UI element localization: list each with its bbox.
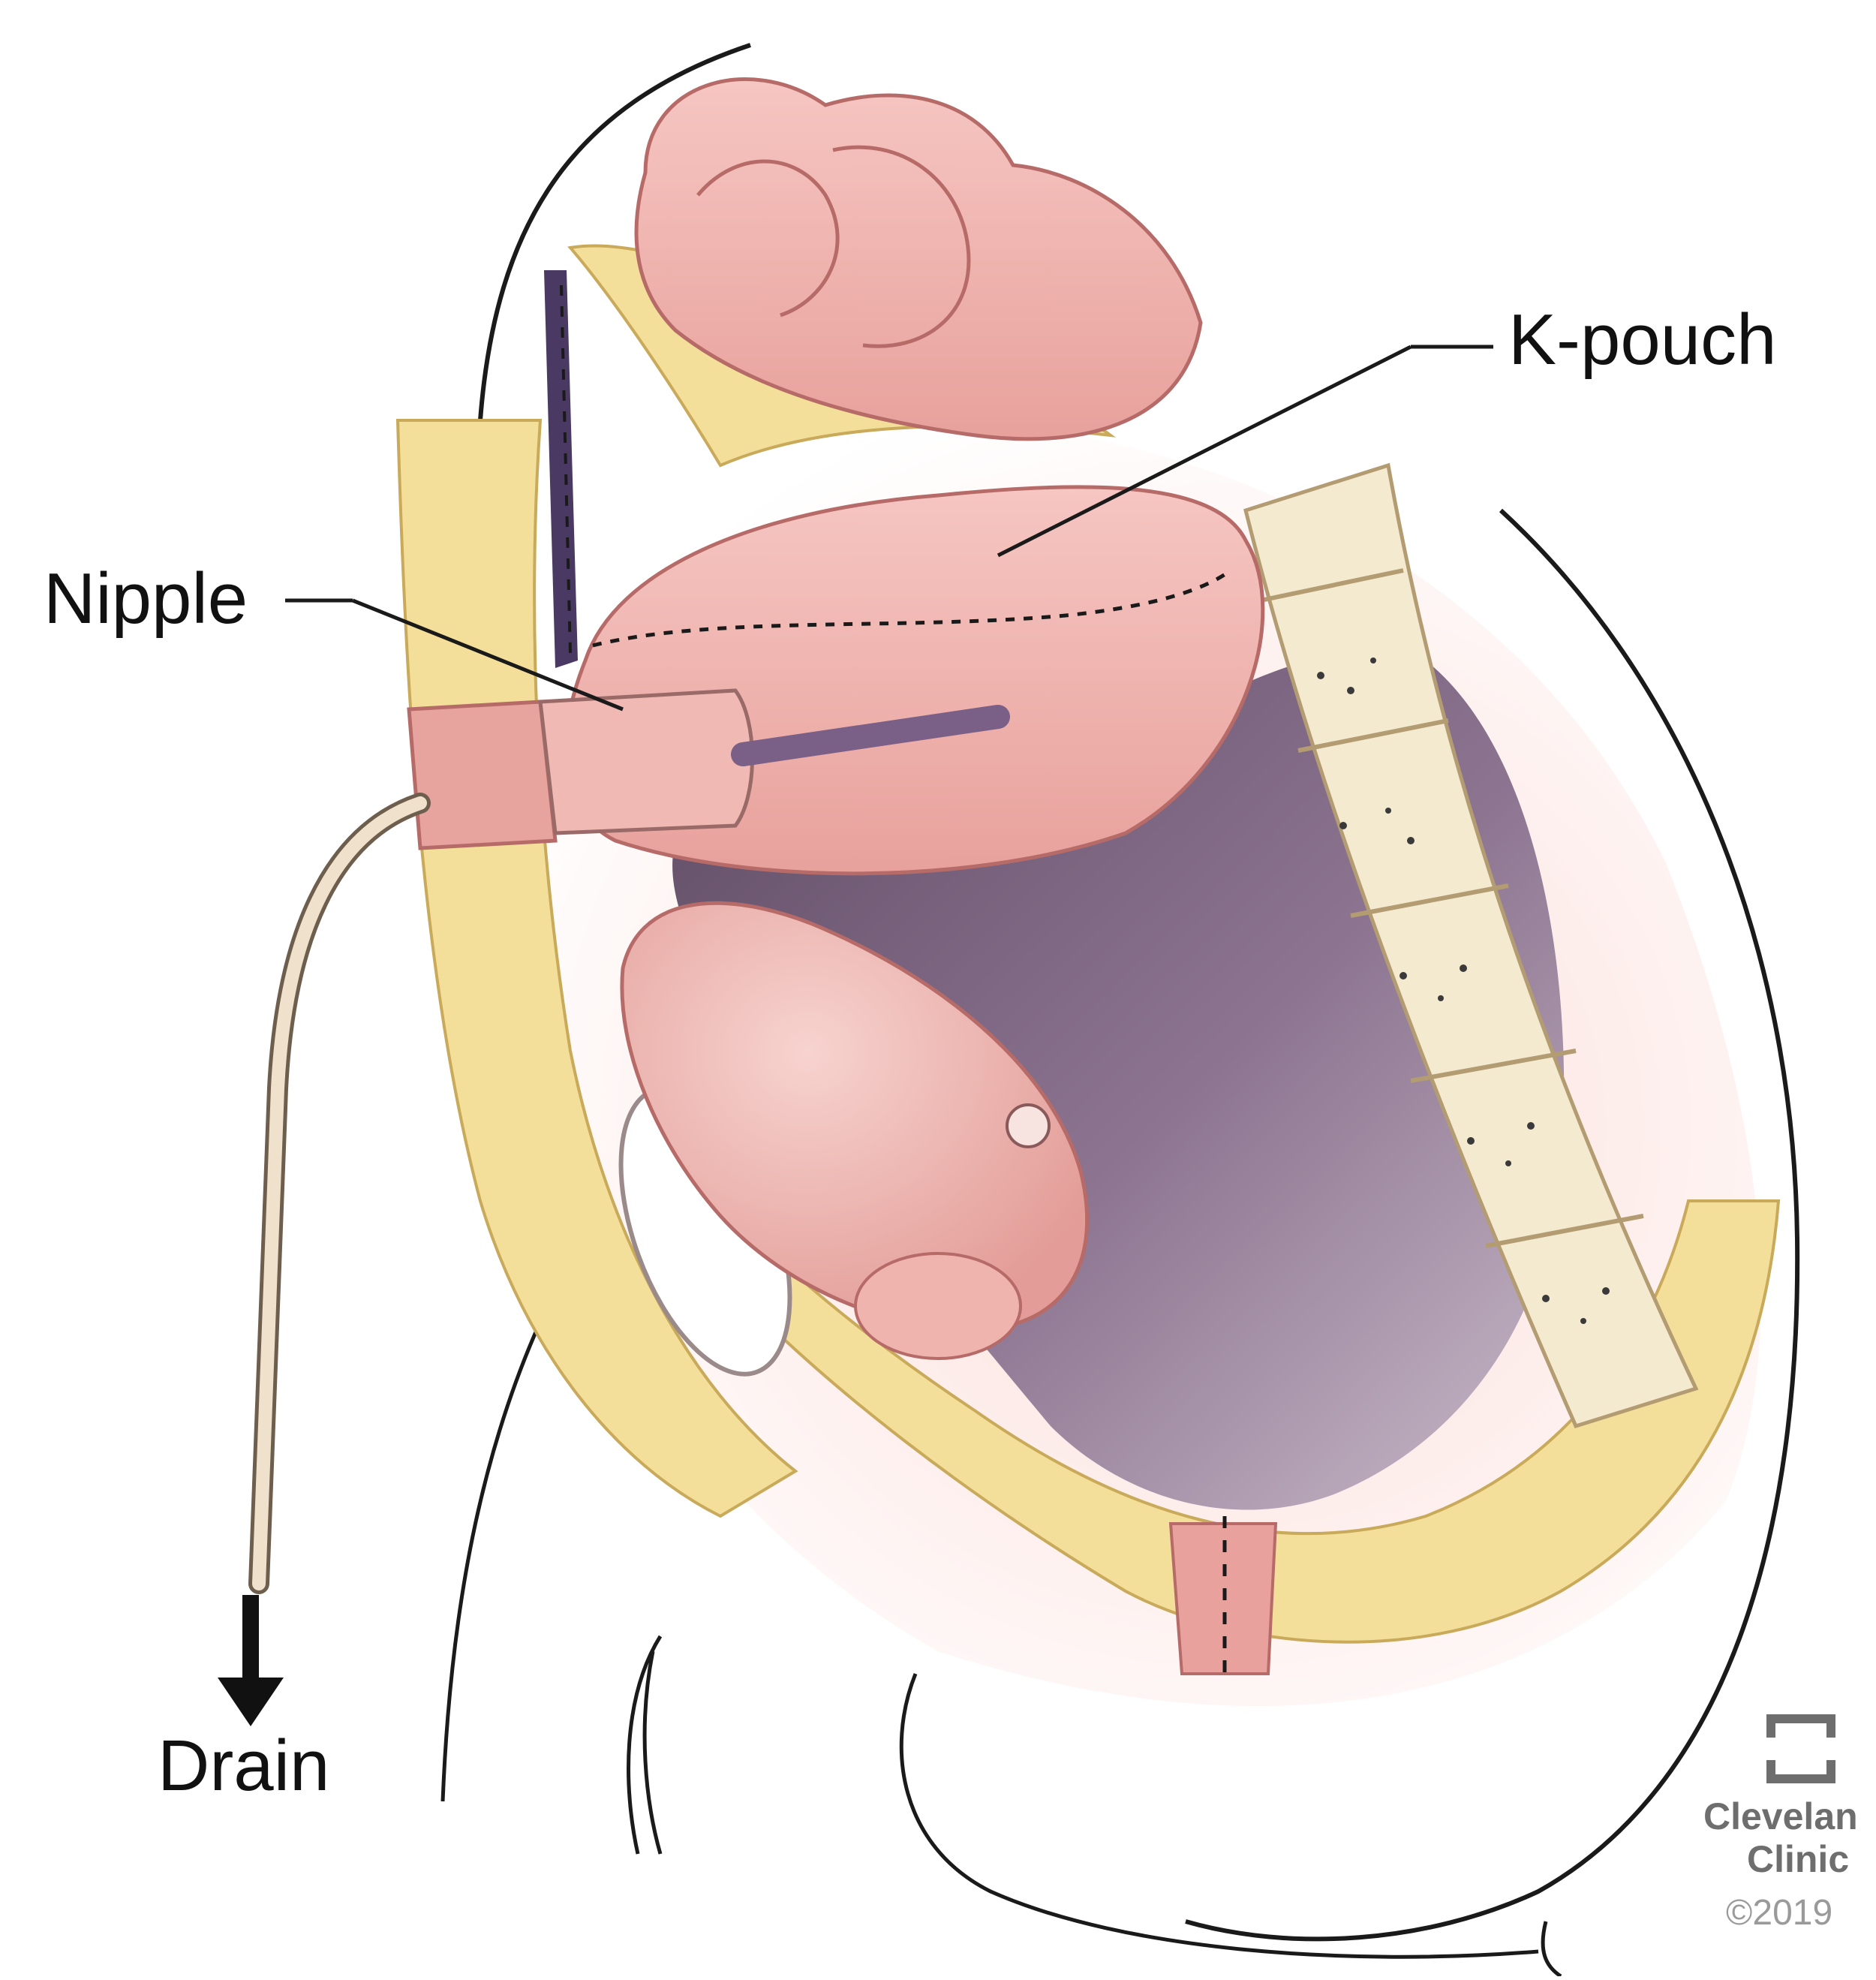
logo-text-line1: Clevelan (1703, 1798, 1858, 1835)
k-pouch-label: K-pouch (1508, 304, 1777, 376)
drain-label: Drain (158, 1730, 329, 1802)
thigh-outline (901, 1674, 1538, 1957)
nipple-label: Nipple (44, 563, 248, 635)
genital-outline (629, 1636, 660, 1854)
cleveland-clinic-logo-icon (1771, 1719, 1831, 1779)
bottom-line (1543, 1921, 1561, 1976)
stoma (409, 702, 555, 848)
ureter-opening (1007, 1105, 1049, 1147)
logo-text-line2: Clinic (1747, 1840, 1849, 1878)
copyright-text: ©2019 (1726, 1895, 1832, 1931)
nipple-valve (540, 691, 753, 833)
drain-tube (259, 803, 420, 1584)
prostate (855, 1253, 1021, 1359)
arrow-down-icon (218, 1595, 284, 1726)
